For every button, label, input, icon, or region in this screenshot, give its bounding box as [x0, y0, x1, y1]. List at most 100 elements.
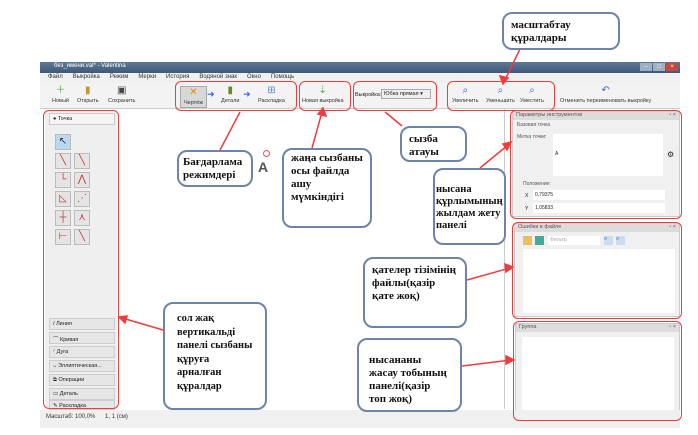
callout-program-modes: Бағдарлама режимдері	[177, 150, 253, 187]
tool-group-line[interactable]: / Линия	[49, 318, 115, 330]
save-icon: ▣	[116, 85, 127, 96]
tool-group-point[interactable]: ● Точка	[49, 113, 115, 125]
bisector-tool[interactable]: ⋀	[74, 172, 90, 188]
save-button[interactable]: ▣Сохранить	[108, 85, 136, 105]
highlight-errors	[512, 222, 682, 319]
menu-window[interactable]: Окно	[246, 74, 261, 80]
gear-icon[interactable]: ⚙	[667, 150, 675, 159]
line-icon: /	[53, 321, 57, 327]
callout-group-panel: нысананы жасау тобының панелі(қазір топ …	[357, 338, 462, 412]
callout-zoom-tools: масштабтау құралдары	[502, 12, 620, 50]
coords-readout: 1, 1 (см)	[105, 414, 128, 420]
layout-icon: ⊞	[267, 85, 276, 96]
pattern-select[interactable]: Юбка прямая ▾	[381, 89, 431, 99]
minimize-button[interactable]: –	[640, 63, 652, 71]
menu-history[interactable]: История	[166, 74, 190, 80]
tool-group-arc[interactable]: ◜ Дуга	[49, 346, 115, 358]
open-icon: ▮	[85, 85, 91, 96]
mode-layout-button[interactable]: ⊞Раскладка	[258, 85, 285, 105]
pointer-tool[interactable]: ↖	[55, 134, 71, 150]
scale-readout: Масштаб: 100,0%	[46, 414, 96, 420]
point-label-caption: Метка точки:	[517, 134, 547, 140]
menu-file[interactable]: Файл	[48, 74, 63, 80]
window-title: без_имени.val* - Valentina	[54, 63, 126, 69]
highlight-pattern-name	[353, 81, 437, 111]
highlight-modes	[175, 81, 297, 111]
zoom-fit-button[interactable]: ⌕Уместить	[520, 85, 544, 105]
tool-group-detail[interactable]: ▭ Деталь	[49, 388, 115, 400]
new-file-icon: ＋	[55, 85, 66, 96]
zoom-in-icon: ⌕	[462, 85, 469, 96]
highlight-left-panel	[43, 110, 119, 409]
x-input[interactable]: 0,79375	[533, 190, 665, 200]
operations-icon: ⧉	[53, 377, 59, 383]
callout-pattern-name: сызба атауы	[400, 126, 467, 162]
refresh-icon[interactable]	[535, 236, 544, 245]
zoom-out-icon: ⌕	[497, 85, 504, 96]
contact-tool[interactable]: ⊢	[55, 229, 71, 245]
highlight-params	[510, 110, 682, 219]
y-input[interactable]: 1,05833	[533, 203, 665, 213]
menu-help[interactable]: Помощь	[270, 74, 295, 80]
triangle-tool[interactable]: ⋰	[74, 191, 90, 207]
highlight-zoom	[447, 81, 555, 111]
pencil-icon: ✕	[189, 87, 198, 98]
arrow-icon: ➜	[243, 89, 251, 99]
menu-mode[interactable]: Режим	[109, 74, 129, 80]
point-marker[interactable]	[263, 150, 270, 157]
arrow-icon: ➜	[207, 89, 215, 99]
highlight-new-pattern	[299, 81, 351, 111]
line-tool[interactable]: ╲	[55, 153, 71, 169]
mode-draw-button[interactable]: ✕Чертёж	[180, 86, 207, 108]
segment-tool[interactable]: ╲	[74, 229, 90, 245]
ellipse-icon: ⌣	[53, 363, 59, 369]
menu-pattern[interactable]: Выкройка	[72, 74, 100, 80]
zoom-out-button[interactable]: ⌕Уменьшить	[486, 85, 515, 105]
detail-icon: ▭	[53, 391, 60, 397]
new-pattern-button[interactable]: ⇣Новая выкройка	[302, 85, 344, 105]
zoom-in-button[interactable]: ⌕Увеличить	[452, 85, 479, 105]
menu-bar: Файл Выкройка Режим Мерки История Водяно…	[40, 73, 680, 83]
height-tool[interactable]: ┼	[55, 210, 71, 226]
errors-panel: Ошибки в файле▫ × Фильтр ⌕ ⌕	[514, 223, 680, 317]
pattern-label: Выкройка:	[355, 92, 382, 98]
errors-list[interactable]	[523, 249, 675, 313]
undo-icon: ↶	[601, 85, 610, 96]
panel-float-close-icon[interactable]: ▫ ×	[669, 112, 676, 118]
menu-watermark[interactable]: Водяной знак	[199, 74, 237, 80]
tool-group-elliptical[interactable]: ⌣ Эллиптическая...	[49, 360, 115, 372]
details-icon: ▮	[227, 85, 233, 96]
tool-group-operations[interactable]: ⧉ Операции	[49, 374, 115, 386]
tool-group-curve[interactable]: ⌒ Кривая	[49, 332, 115, 344]
mode-details-button[interactable]: ▮Детали	[221, 85, 240, 105]
group-panel: Группа▫ ×	[515, 323, 680, 419]
status-bar: Масштаб: 100,0% 1, 1 (см)	[40, 410, 680, 428]
tool-options-panel: Параметры инструментов▫ × Базовая точка …	[512, 111, 680, 217]
search-icon[interactable]: ⌕	[604, 236, 613, 245]
undo-button[interactable]: ↶Отменить переименовать выкройку	[560, 85, 652, 105]
callout-new-pattern: жаңа сызбаны осы файлда ашу мүмкіндігі	[282, 148, 372, 228]
maximize-button[interactable]: □	[653, 63, 665, 71]
search-next-icon[interactable]: ⌕	[616, 236, 625, 245]
shoulder-tool[interactable]: ◺	[55, 191, 71, 207]
intersect-tool[interactable]: ⋏	[74, 210, 90, 226]
callout-errors-panel: қателер тізімінің файлы(қазір қате жоқ)	[363, 257, 467, 328]
normal-tool[interactable]: └	[55, 172, 71, 188]
new-button[interactable]: ＋Новый	[52, 85, 69, 105]
point-label-input[interactable]: A	[553, 134, 663, 176]
new-pattern-icon: ⇣	[318, 85, 327, 96]
open-button[interactable]: ▮Открыть	[77, 85, 99, 105]
panel-float-close-icon[interactable]: ▫ ×	[669, 224, 676, 230]
group-list[interactable]	[522, 337, 674, 414]
panel-float-close-icon[interactable]: ▫ ×	[669, 324, 676, 330]
tools-panel: ● Точка ↖ ╲╲ └⋀ ◺⋰ ┼⋏ ⊢╲ / Линия ⌒ Крива…	[45, 110, 117, 410]
toolbar: ＋Новый ▮Открыть ▣Сохранить ✕Чертёж ➜ ▮Де…	[40, 83, 680, 109]
highlight-group	[513, 321, 682, 421]
close-button[interactable]: ×	[666, 63, 678, 71]
filter-input[interactable]: Фильтр	[548, 236, 600, 245]
menu-measurements[interactable]: Мерки	[138, 74, 157, 80]
chevron-down-icon: ▾	[420, 91, 423, 97]
along-line-tool[interactable]: ╲	[74, 153, 90, 169]
filter-icon[interactable]	[523, 236, 532, 245]
